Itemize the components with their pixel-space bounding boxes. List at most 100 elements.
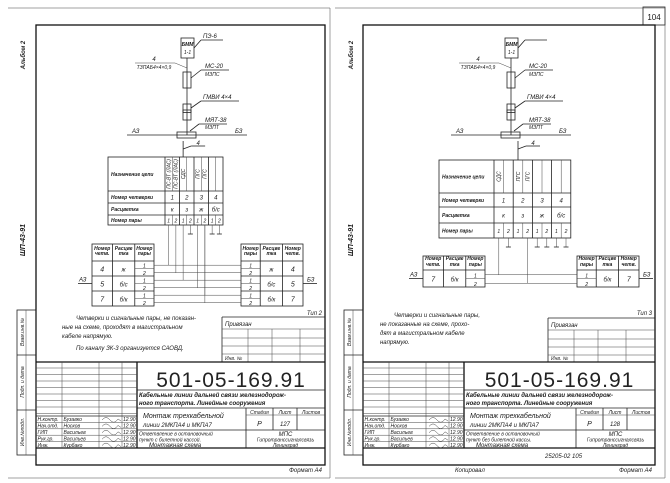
cable-type: ТЗПАБ4×4×0,9: [137, 65, 172, 71]
staff-name: Носков: [391, 424, 408, 430]
margin-stamp-label: Подп. и дата: [347, 366, 353, 398]
end-label-a3: АЗ: [455, 129, 464, 135]
table-ref-label: 4: [531, 141, 535, 147]
staff-role: Н.контр.: [38, 417, 59, 423]
binding-title: Привязан: [225, 322, 252, 328]
quad-number: 4: [291, 267, 295, 274]
signature: [428, 436, 449, 442]
staff-name: Курбако: [391, 443, 410, 449]
staff-role: Рук.гр.: [365, 436, 381, 442]
bmm-label: БММ: [182, 42, 195, 48]
staff-role: Рук.гр.: [38, 436, 54, 442]
document-code: 501-05-169.91: [485, 369, 635, 392]
album-label: Альбом 2: [20, 40, 27, 70]
pair-number: 1: [585, 274, 588, 280]
pair-cell: 1: [182, 219, 185, 225]
line: [514, 100, 526, 109]
margin-stamp-label: Инв.№подл.: [347, 418, 353, 446]
row-label-pair: Номер пары: [111, 218, 142, 224]
table-border: [240, 243, 304, 307]
margin-stamp-box: [343, 309, 364, 456]
quad-cell: 2: [520, 199, 525, 205]
document-description: Кабельные линии дальней связи железнодор…: [139, 392, 286, 399]
staff-date: 12.90: [450, 417, 463, 423]
staff-name: Васильев: [391, 436, 414, 442]
format-label: Формат А4: [289, 468, 322, 474]
note-line: Четверки и сигнальные пары, не показан-: [76, 316, 196, 322]
ms-label: МС-20: [205, 64, 224, 70]
side-table-header-box: Расцветка: [262, 245, 281, 258]
pair-number: 2: [142, 286, 146, 292]
side-table-header-box: Номер четв.: [425, 257, 441, 268]
quad-cell: 1: [171, 196, 174, 202]
binding-title: Привязан: [551, 323, 578, 329]
staff-name: Бузавко: [391, 417, 410, 423]
side-table-header: Расцветка: [262, 245, 281, 258]
document-description: Кабельные линии дальней связи железнодор…: [466, 392, 613, 399]
color-cell: б/с: [212, 208, 220, 214]
note-line: ные на схеме, проходят в магистральном: [62, 325, 183, 331]
staff-date: 12.90: [450, 430, 463, 436]
pair-color: б/к: [120, 298, 129, 304]
stage-value: Р: [587, 421, 592, 428]
quad-cell: 1: [502, 199, 505, 205]
cable-count: 4: [152, 57, 156, 63]
document-code: 501-05-169.91: [156, 369, 306, 392]
purpose-cell: ПС-ВТ (ЛАС): [166, 159, 172, 189]
side-table-header: Расцветка: [598, 256, 617, 268]
color-cell: з: [184, 208, 188, 214]
work-title: Монтаж трехкабельной: [143, 412, 224, 420]
pair-number: 2: [248, 271, 252, 277]
table-border: [438, 159, 572, 239]
row-label-quad: Номер четверки: [442, 198, 484, 204]
note-line: напрямую.: [380, 340, 410, 346]
signature: [101, 430, 122, 436]
quad-cell: 4: [214, 196, 218, 202]
staff-role: ГИП: [365, 430, 375, 436]
quad-number: 5: [100, 282, 104, 289]
pair-cell: 1: [536, 229, 539, 235]
quad-number: 7: [431, 277, 436, 284]
table-border: [91, 243, 155, 307]
line: [498, 62, 512, 69]
pair-number: 1: [143, 279, 146, 285]
format-label: Формат А4: [619, 468, 652, 474]
pair-cell: 1: [497, 229, 500, 235]
side-table-header: Номер пары: [467, 256, 484, 268]
line: [513, 123, 524, 132]
side-table-header-box: Расцветка: [598, 256, 617, 268]
staff-date: 12.90: [123, 443, 136, 449]
ms-box: [182, 71, 192, 89]
color-cell: ж: [539, 214, 545, 220]
note-line: По каналу ЗК-3 организуется САОВД.: [76, 346, 184, 352]
line: [174, 62, 188, 69]
pair-number: 2: [473, 282, 477, 288]
sheet-title: пункт с билетной кассой.: [139, 437, 201, 444]
cable-count: 4: [476, 57, 480, 63]
end-label-a3: АЗ: [409, 273, 418, 279]
color-cell: ж: [198, 208, 204, 214]
myat-label: МЯТ-38: [529, 118, 551, 124]
signature: [101, 442, 122, 449]
ms-label: МС-20: [529, 64, 548, 70]
side-table-header: Номер пары: [136, 245, 153, 258]
sheet-value: 128: [610, 422, 621, 428]
sheet-title: пункт без билетной кассы.: [466, 437, 531, 444]
side-table-header: Номер четв.: [620, 256, 637, 268]
org-line: Гипротранссигналсвязь: [587, 438, 645, 444]
staff-role: Нач.отд.: [365, 424, 386, 430]
album-label: Альбом 2: [348, 40, 355, 70]
signature: [101, 417, 122, 423]
quad-number: 5: [291, 282, 295, 289]
type-label: Тип 2: [307, 311, 323, 317]
end-label-b3: БЗ: [307, 278, 315, 284]
ms-box: [506, 71, 516, 89]
side-table-header: Номер четв.: [94, 245, 111, 258]
